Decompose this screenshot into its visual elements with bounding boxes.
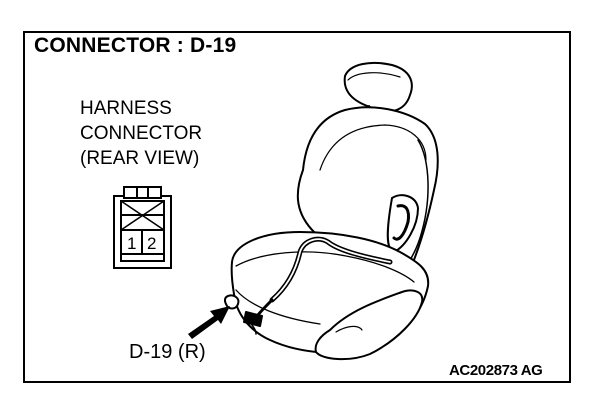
figure-reference-code: AC202873 AG [449,362,543,379]
pin-1-label: 1 [127,234,136,253]
harness-label-line-1: HARNESS [80,98,172,119]
connector-face-icon [113,186,172,269]
seat-illustration [223,61,439,360]
callout-arrow-icon [188,306,230,339]
harness-connector-label: HARNESS CONNECTOR (REAR VIEW) [80,96,202,171]
pin-2-label: 2 [147,234,156,253]
diagram-title: CONNECTOR : D-19 [34,34,237,57]
harness-label-line-2: CONNECTOR [80,123,203,144]
harness-label-line-3: (REAR VIEW) [80,148,200,169]
connector-callout-label: D-19 (R) [129,341,206,363]
